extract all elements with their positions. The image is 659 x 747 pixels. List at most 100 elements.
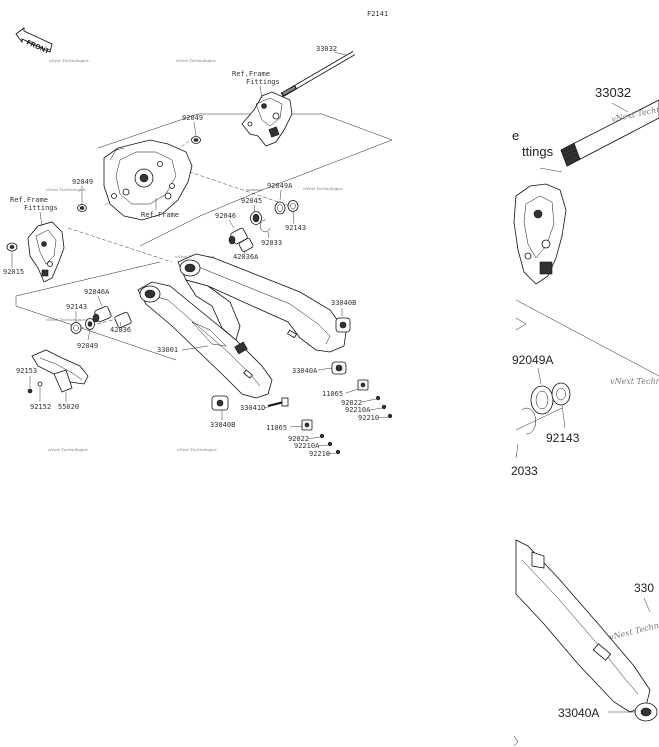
- zoom-watermark: vNext Techno: [608, 620, 659, 642]
- label-92049-top: 92049: [182, 114, 203, 122]
- leader-line: [317, 444, 329, 447]
- label-55020: 55020: [58, 403, 79, 411]
- bearing-92046a: [92, 305, 112, 323]
- leader-line: [193, 121, 197, 137]
- ref-frame-outline: [139, 189, 263, 247]
- label-33032: 33032: [316, 45, 337, 53]
- leader-line: [317, 367, 333, 371]
- label-92045: 92045: [241, 197, 262, 205]
- label-92143-right: 92143: [285, 224, 306, 232]
- leader-line: [87, 329, 91, 341]
- dash-guide: [171, 165, 297, 209]
- label-42036a: 42036A: [233, 253, 259, 261]
- label-92033: 92033: [261, 239, 282, 247]
- label-92022-right: 92022: [341, 399, 362, 407]
- zoom-label-33040a: 33040A: [558, 706, 599, 720]
- label-ref-frame-fittings-top-2: Fittings: [246, 78, 280, 86]
- leader-line: [39, 211, 43, 227]
- ref-frame-outline: [15, 261, 177, 361]
- collar-42036a: [238, 238, 254, 252]
- front-arrow-icon: FRONT: [15, 27, 53, 56]
- label-92015: 92015: [3, 268, 24, 276]
- adjuster-block-11065-bottom: [301, 419, 313, 431]
- nut-92210-right: [387, 413, 393, 419]
- seal-92049a: [274, 201, 286, 215]
- watermark: vNext Technologies: [48, 447, 88, 452]
- frame-bracket-top-right: [241, 91, 293, 147]
- leader-line: [289, 425, 303, 428]
- label-92049a: 92049A: [267, 182, 293, 190]
- zoom-detail-middle: 92049A 92143 2033 vNext Techno: [511, 299, 659, 478]
- swingarm-33001: [137, 253, 347, 399]
- label-42036: 42036: [110, 326, 131, 334]
- leader-line: [539, 167, 563, 173]
- bolt-92153: [27, 388, 33, 394]
- diagram-code: F2141: [367, 10, 388, 18]
- zoom-detail-top: 33032 vNext Techno e ttings: [512, 85, 659, 285]
- frame-section-center: [103, 139, 193, 221]
- leader-line: [561, 404, 566, 429]
- label-33040a: 33040A: [292, 367, 318, 375]
- label-92049-left: 92049: [72, 178, 93, 186]
- leader-line: [333, 51, 347, 56]
- leader-line: [643, 597, 651, 613]
- zoom-label-92049a: 92049A: [512, 353, 553, 367]
- leader-line: [369, 407, 383, 411]
- label-92152: 92152: [30, 403, 51, 411]
- leader-line: [259, 85, 263, 99]
- dash-guide: [67, 227, 173, 263]
- adjuster-block-11065-right: [357, 379, 369, 391]
- label-92210-bottom: 92210: [309, 450, 330, 458]
- label-92046a: 92046A: [84, 288, 110, 296]
- label-92210a-right: 92210A: [345, 406, 371, 414]
- watermark: vNext Technologies: [49, 58, 89, 63]
- dash-guide: [73, 317, 121, 331]
- label-11065-right: 11065: [322, 390, 343, 398]
- chain-adjuster-33040b-right: [335, 317, 351, 333]
- label-ref-frame-fittings-left-2: Fittings: [24, 204, 58, 212]
- label-ref-frame-mid: Ref.Frame: [141, 211, 179, 219]
- leader-line: [267, 231, 270, 239]
- leader-line: [345, 388, 359, 394]
- label-11065-bottom: 11065: [266, 424, 287, 432]
- label-33040b-bottom: 33040B: [210, 421, 235, 429]
- zoom-label-ref-partial-1: e: [512, 128, 519, 143]
- leader-line: [515, 443, 519, 459]
- watermark: vNext Technologies: [46, 317, 86, 322]
- nut-92210a-right: [381, 404, 387, 410]
- adjuster-bolt-33041d: [267, 397, 289, 407]
- nut-92210a-bottom: [327, 441, 333, 447]
- bolt-92022-right: [375, 395, 381, 401]
- label-ref-frame-fittings-top-1: Ref.Frame: [232, 70, 270, 78]
- zoom-label-330-partial: 330: [634, 581, 654, 595]
- chain-slider-55020: [31, 349, 89, 393]
- zoom-circlip-92033: [521, 407, 536, 435]
- label-92022-bottom: 92022: [288, 435, 309, 443]
- washer-92152: [37, 381, 43, 387]
- ref-frame-outline: [97, 113, 393, 191]
- zoom-watermark: vNext Techno: [610, 377, 659, 386]
- watermark: vNext Technologies: [176, 58, 216, 63]
- circlip-92033: [260, 219, 271, 233]
- label-92210-right: 92210: [358, 414, 379, 422]
- zoom-collar-92143: [551, 382, 571, 406]
- leader-line: [181, 345, 209, 351]
- leader-line: [361, 398, 377, 403]
- label-92143-left: 92143: [66, 303, 87, 311]
- watermark: vNext Technologies: [46, 187, 86, 192]
- leader-line: [279, 189, 282, 201]
- leader-line: [611, 102, 629, 113]
- zoom-seal-92049a: [530, 385, 554, 415]
- leader-line: [325, 452, 337, 455]
- collar-92143-right: [287, 200, 299, 212]
- zoom-label-92033: 2033: [511, 464, 538, 478]
- label-92210a-bottom: 92210A: [294, 442, 320, 450]
- leader-line: [377, 416, 389, 419]
- label-33040b-right: 33040B: [331, 299, 356, 307]
- nut-92210-bottom: [335, 449, 341, 455]
- pivot-shaft-33032: [280, 51, 356, 97]
- zoom-label-ref-partial-2: ttings: [522, 144, 554, 159]
- collar-42036: [114, 311, 132, 329]
- leader-line: [537, 367, 542, 385]
